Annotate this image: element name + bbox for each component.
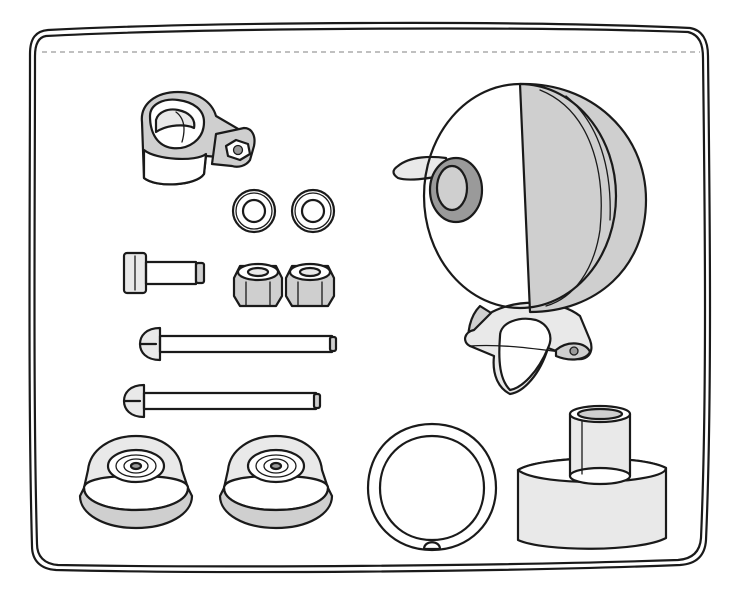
- screw-icon: [122, 383, 322, 419]
- nut-icon: [232, 262, 284, 308]
- bell-icon: [392, 82, 648, 396]
- clamp-icon: [140, 90, 256, 186]
- washer-icon: [231, 188, 277, 234]
- nut-icon: [284, 262, 336, 308]
- bolt-icon: [122, 251, 206, 295]
- rubber-cap-icon: [218, 434, 334, 530]
- screw-icon: [138, 326, 338, 362]
- rubber-cap-icon: [78, 434, 194, 530]
- ring-gasket-icon: [366, 422, 498, 552]
- frame-border-inner: [33, 27, 707, 568]
- mount-adapter-icon: [516, 404, 668, 550]
- washer-icon: [290, 188, 336, 234]
- frame-border: [28, 21, 712, 574]
